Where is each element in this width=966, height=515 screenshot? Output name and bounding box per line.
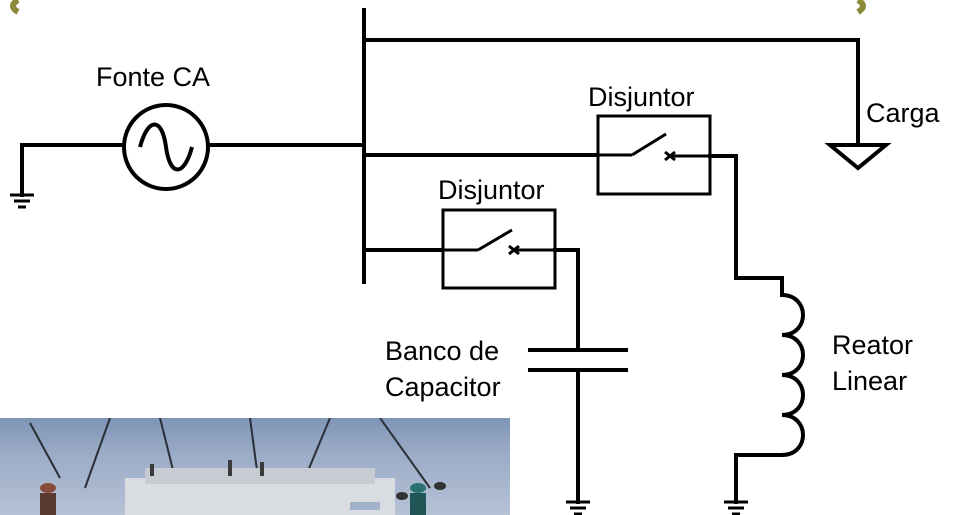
bracket-right-accent [856,0,866,15]
upper-breaker-label: Disjuntor [588,82,695,112]
ground-symbol-source [10,143,127,209]
capacitor-bank-icon [528,348,628,372]
bracket-left-accent [10,0,20,15]
circuit-breaker-lower [441,208,557,290]
capacitor-label-line2: Capacitor [385,372,501,402]
reactor-label-line2: Linear [832,366,908,396]
reactor-ground-wire [734,453,784,504]
circuit-breaker-upper [596,114,712,196]
substation-photo-drawing [29,418,446,515]
reactor-label-line1: Reator [832,330,914,360]
ac-source-icon [122,103,210,191]
lower-breaker-label: Disjuntor [438,175,545,205]
ground-symbol-capacitor [566,500,590,515]
substation-photo [0,418,510,515]
ac-source-label: Fonte CA [96,62,211,92]
reactor-feeder-wire-2 [708,154,784,297]
load-label: Carga [866,98,940,128]
capacitor-feeder-wire-2 [553,248,580,352]
capacitor-label-line1: Banco de [385,336,500,366]
load-symbol [362,38,892,171]
linear-reactor-icon [781,293,805,457]
ground-symbol-reactor [724,500,748,515]
